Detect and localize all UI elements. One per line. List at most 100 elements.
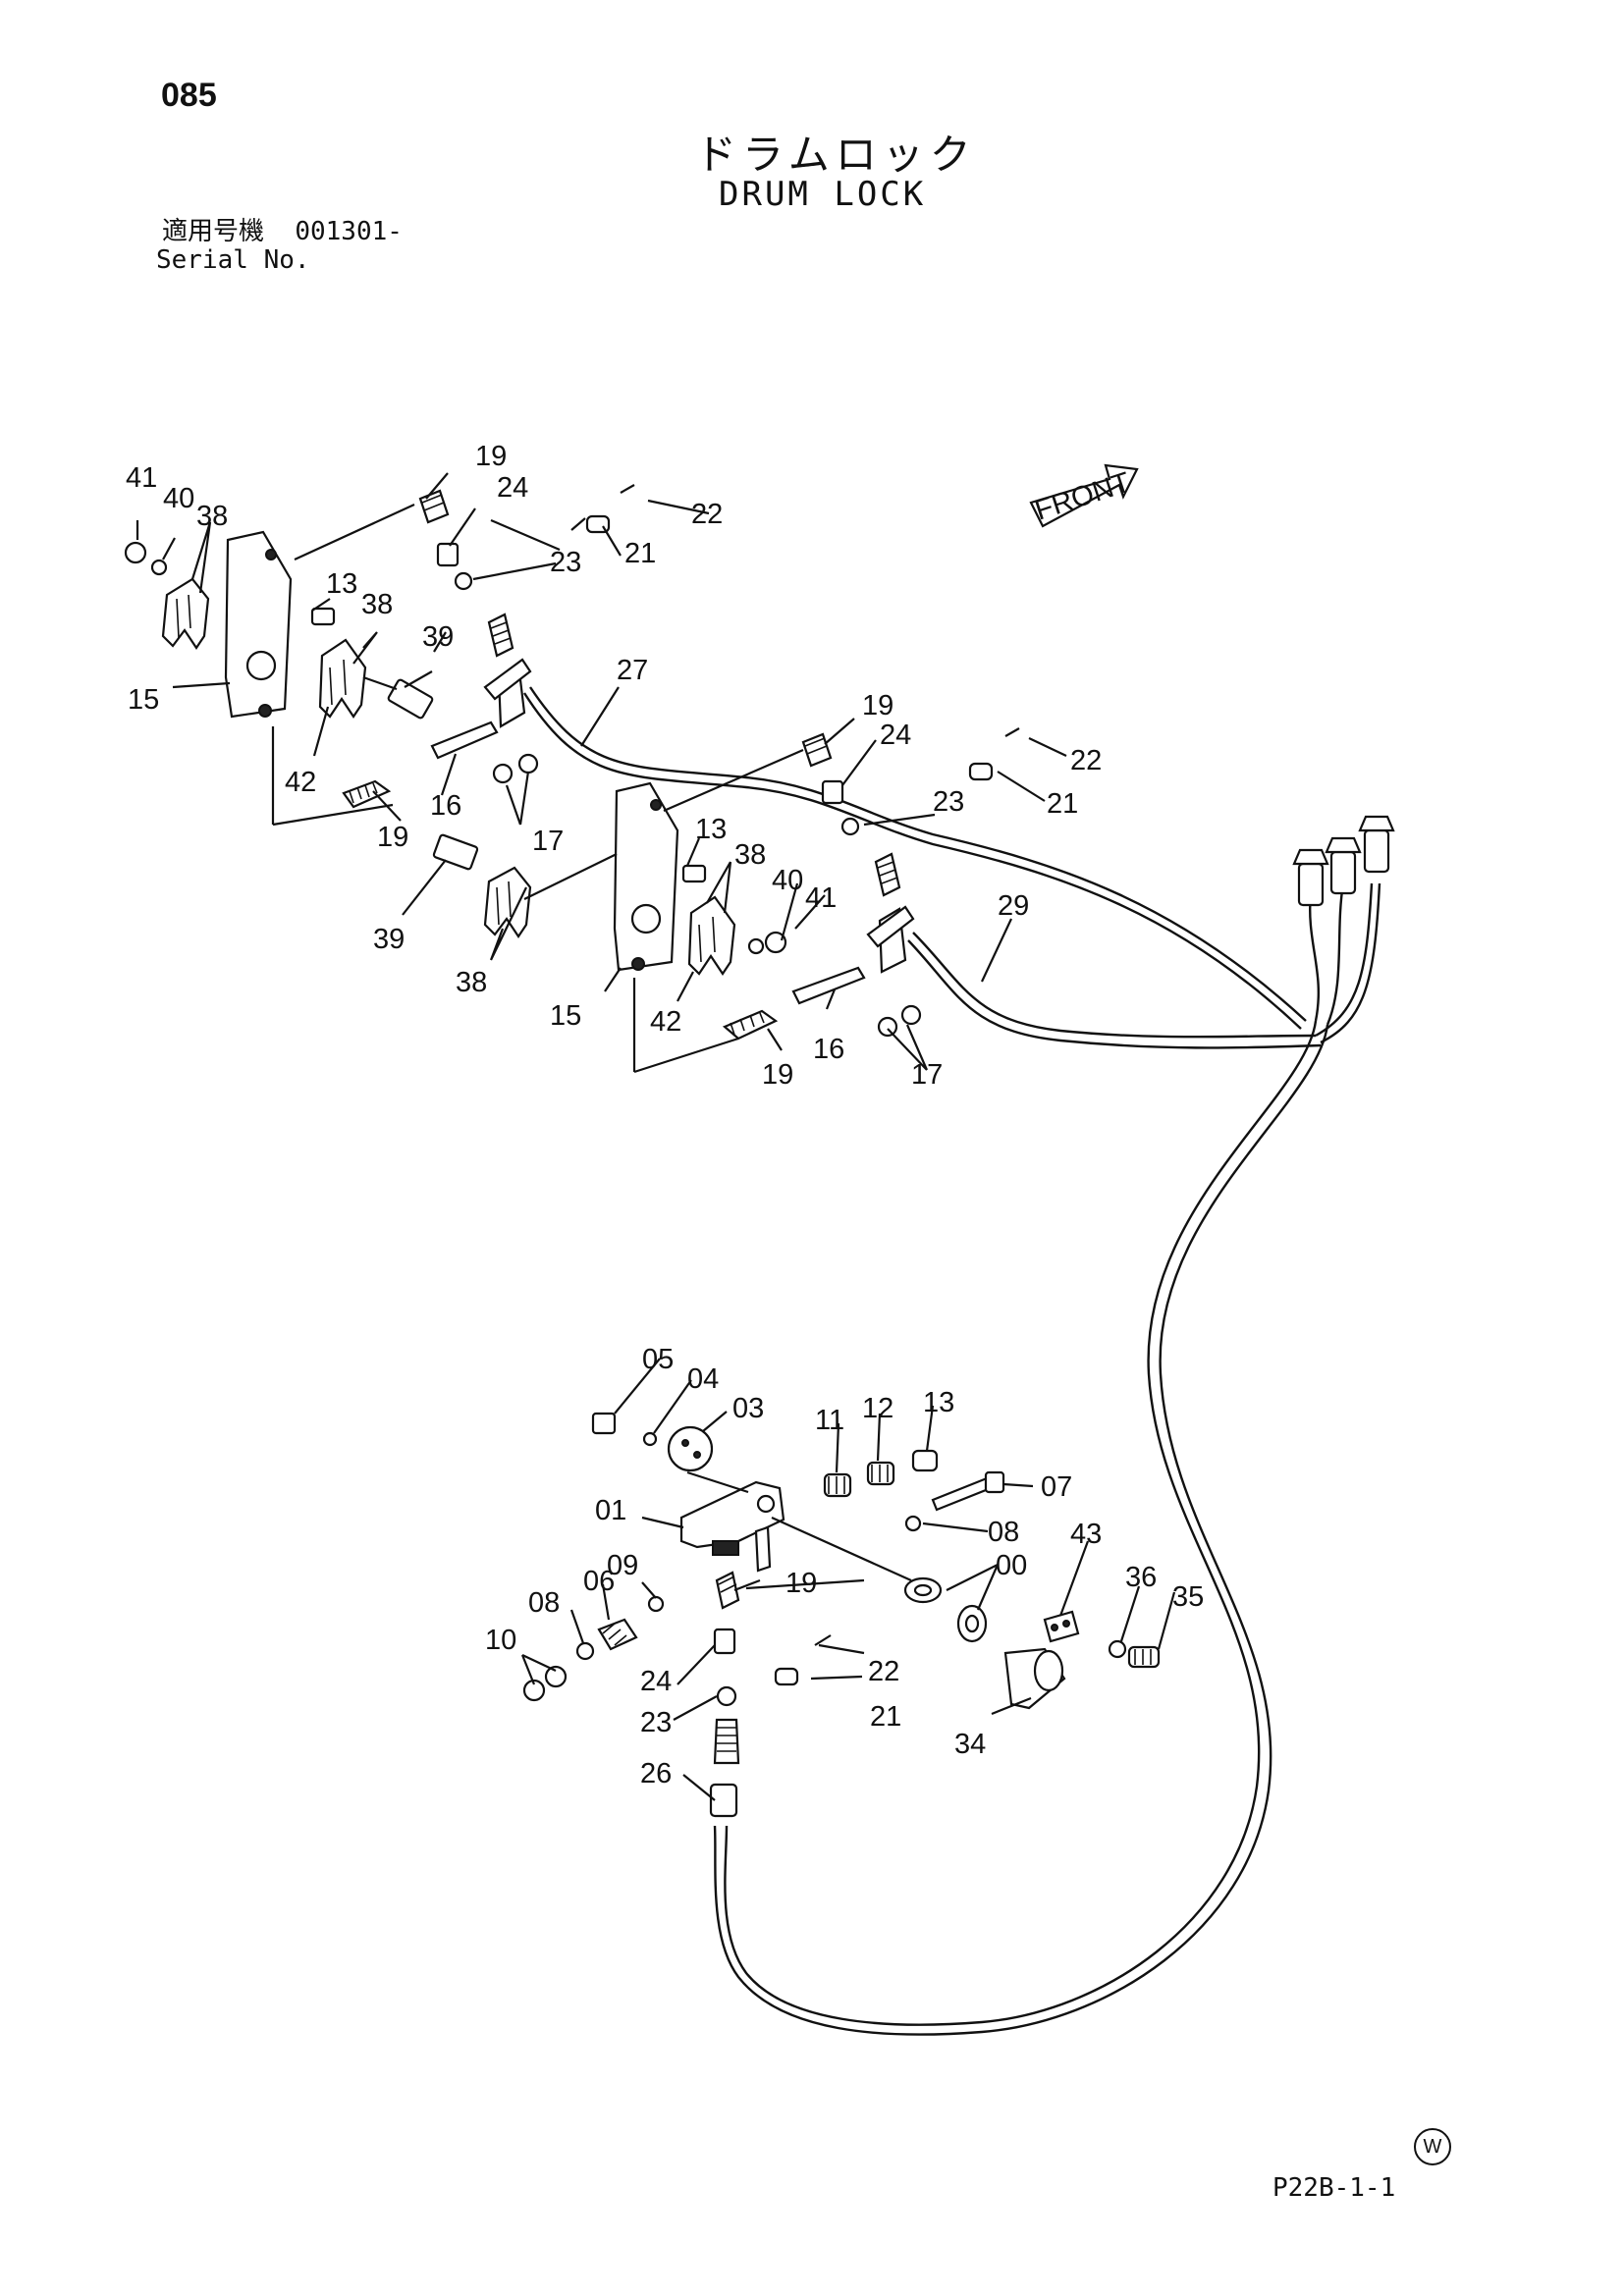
hook-42-upper <box>318 638 367 719</box>
nut-23-lever <box>716 1685 737 1707</box>
cable-end-upper <box>487 613 514 658</box>
callout: 38 <box>456 967 487 998</box>
callout: 09 <box>607 1550 638 1581</box>
callout: 23 <box>933 786 964 818</box>
callout: 43 <box>1070 1519 1102 1550</box>
hook-38-middle-left <box>483 866 532 938</box>
callout: 42 <box>650 1006 681 1038</box>
lever-assembly <box>520 1358 1176 1818</box>
clevis-24-lever <box>713 1628 736 1655</box>
nut-41-middle <box>764 931 787 954</box>
nut-17-middle-a <box>877 1016 898 1038</box>
callout: 40 <box>772 865 803 896</box>
callout: 35 <box>1172 1581 1204 1613</box>
callout: 23 <box>640 1707 672 1738</box>
washer-09 <box>647 1595 665 1613</box>
page-number: 085 <box>161 77 217 114</box>
cable-end-26 <box>713 1718 740 1765</box>
pin-21-middle <box>968 762 994 781</box>
callout: 03 <box>732 1393 764 1424</box>
washer-04 <box>642 1431 658 1447</box>
callout: 21 <box>624 538 656 569</box>
spring-06 <box>597 1618 638 1651</box>
clevis-24-middle <box>821 779 844 805</box>
nut-17-upper-a <box>492 763 514 784</box>
callout: 08 <box>528 1587 560 1619</box>
plate-15-middle <box>613 781 679 972</box>
callout: 36 <box>1125 1562 1157 1593</box>
washer-36 <box>1108 1639 1127 1659</box>
callout: 39 <box>373 924 405 955</box>
bolt-39-middle <box>432 833 479 871</box>
serial-jp-label: 適用号機 <box>162 217 265 246</box>
plate-15-upper <box>224 530 293 719</box>
bracket-arm-middle <box>866 905 915 948</box>
callout: 41 <box>805 882 837 914</box>
callout: 39 <box>422 621 454 653</box>
callout: 22 <box>1070 745 1102 776</box>
callout: 41 <box>126 462 157 494</box>
callout: 16 <box>430 790 461 822</box>
w-mark-icon: W <box>1414 2128 1451 2165</box>
cable-end-fittings <box>1292 815 1395 907</box>
bolt-35 <box>1127 1645 1161 1669</box>
serial-value: 001301- <box>295 217 403 246</box>
callout: 11 <box>815 1405 844 1436</box>
callout: 23 <box>550 547 581 578</box>
callout: 19 <box>377 822 408 853</box>
bolt-05 <box>591 1412 617 1435</box>
callout: 17 <box>911 1059 943 1091</box>
callout: 13 <box>923 1387 954 1418</box>
serial-block: 適用号機 001301- Serial No. <box>156 217 403 275</box>
callout: 38 <box>734 839 766 871</box>
serial-en-label: Serial No. <box>156 245 310 275</box>
callout: 17 <box>532 826 564 857</box>
front-label: FRONT <box>1031 466 1134 526</box>
callout: 07 <box>1041 1471 1072 1503</box>
callout: 13 <box>695 814 727 845</box>
spring-19-lever <box>715 1571 740 1610</box>
callout: 08 <box>988 1517 1019 1548</box>
plate-03 <box>667 1425 714 1472</box>
callout: 24 <box>880 720 911 751</box>
clevis-24-upper <box>436 542 460 567</box>
callout: 16 <box>813 1034 844 1065</box>
rod-16-upper <box>430 721 499 760</box>
callout: 00 <box>996 1550 1027 1581</box>
title-english: DRUM LOCK <box>719 175 927 214</box>
washer-08-lower <box>575 1641 595 1661</box>
callout: 34 <box>954 1729 986 1760</box>
nut-23-middle <box>840 817 860 836</box>
callout: 19 <box>475 441 507 472</box>
washer-08-upper <box>904 1515 922 1532</box>
pin-21-lever <box>774 1667 799 1686</box>
main-cable <box>713 882 1381 2036</box>
callout: 15 <box>550 1000 581 1032</box>
callout: 26 <box>640 1758 672 1789</box>
nut-41-upper <box>124 541 147 564</box>
front-arrow-icon: FRONT <box>1029 463 1139 528</box>
callout: 01 <box>595 1495 626 1526</box>
bolt-39-upper <box>387 678 434 720</box>
middle-assembly <box>402 718 1067 1074</box>
nut-13-middle <box>681 864 707 883</box>
bracket-43 <box>1043 1610 1080 1643</box>
fitting-13 <box>911 1449 939 1472</box>
callout: 21 <box>870 1701 901 1733</box>
title-japanese: ドラムロック <box>695 131 977 179</box>
nut-23-upper <box>454 571 473 591</box>
callout: 05 <box>642 1344 674 1375</box>
hook-38-upper-left <box>161 577 210 650</box>
callout: 40 <box>163 483 194 514</box>
callout: 21 <box>1047 788 1078 820</box>
bracket-arm-upper <box>483 658 532 701</box>
callout: 24 <box>640 1666 672 1697</box>
callout: 22 <box>868 1656 899 1687</box>
rod-16-middle <box>791 966 866 1005</box>
nut-13-upper <box>310 607 336 626</box>
callout: 38 <box>196 501 228 532</box>
callout-labels: 41 40 38 19 24 22 21 23 13 38 39 15 42 1… <box>126 441 1204 1789</box>
spring-19-upper-low <box>342 779 392 809</box>
washer-40-middle <box>747 937 765 955</box>
